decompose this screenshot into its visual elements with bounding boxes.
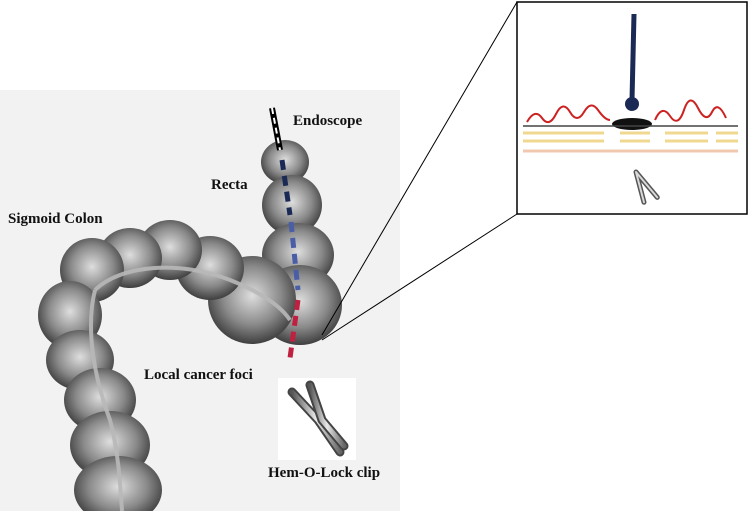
endoscope-label: Endoscope — [293, 113, 363, 129]
inset-clip-icon — [633, 169, 660, 205]
local-cancer-foci-label: Local cancer foci — [144, 367, 253, 383]
colon — [38, 140, 342, 511]
hem-o-lock-clip-icon — [278, 378, 356, 460]
hem-o-lock-clip-label: Hem-O-Lock clip — [268, 465, 381, 481]
endoscope — [269, 107, 301, 359]
recta-label: Recta — [211, 177, 248, 193]
inset-detail — [516, 1, 748, 215]
sigmoid-colon-label: Sigmoid Colon — [8, 211, 103, 227]
zoom-line-bottom — [321, 213, 518, 341]
zoom-line-top — [321, 1, 518, 336]
